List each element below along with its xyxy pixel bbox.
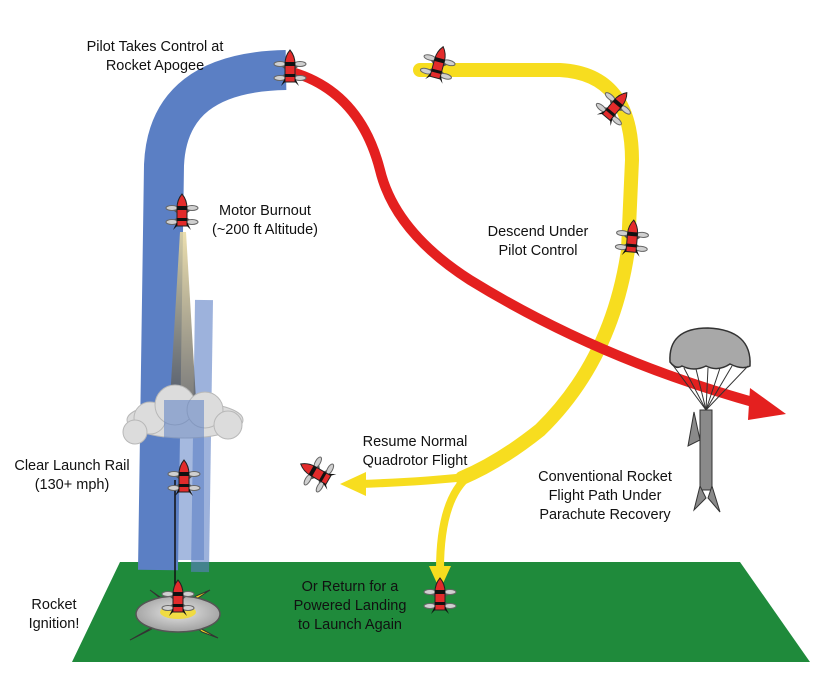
rocket-quadrotor-icon [595, 92, 631, 127]
rocket-quadrotor-icon [300, 456, 337, 493]
ballistic-path [287, 67, 765, 409]
pilot-control-path [356, 63, 640, 574]
rocket-quadrotor-icon [161, 579, 195, 616]
rocket-quadrotor-icon [419, 45, 456, 84]
rocket-quadrotor-icon [423, 577, 457, 614]
label-clear-launch-rail: Clear Launch Rail(130+ mph) [14, 458, 130, 493]
rocket-quadrotor-icon [165, 193, 199, 230]
parachute-icon [669, 327, 751, 513]
ground-field [72, 562, 810, 662]
smoke-cloud-icon [122, 384, 244, 445]
label-motor-burnout: Motor Burnout(~200 ft Altitude) [212, 203, 318, 238]
rocket-quadrotor-icon [614, 219, 649, 257]
rocket-quadrotor-icon [167, 459, 201, 496]
resume-arrow-head [340, 472, 366, 496]
exhaust-trail [170, 232, 196, 400]
ballistic-arrow-head [748, 388, 786, 420]
rocket-quadrotor-icon [273, 49, 307, 86]
